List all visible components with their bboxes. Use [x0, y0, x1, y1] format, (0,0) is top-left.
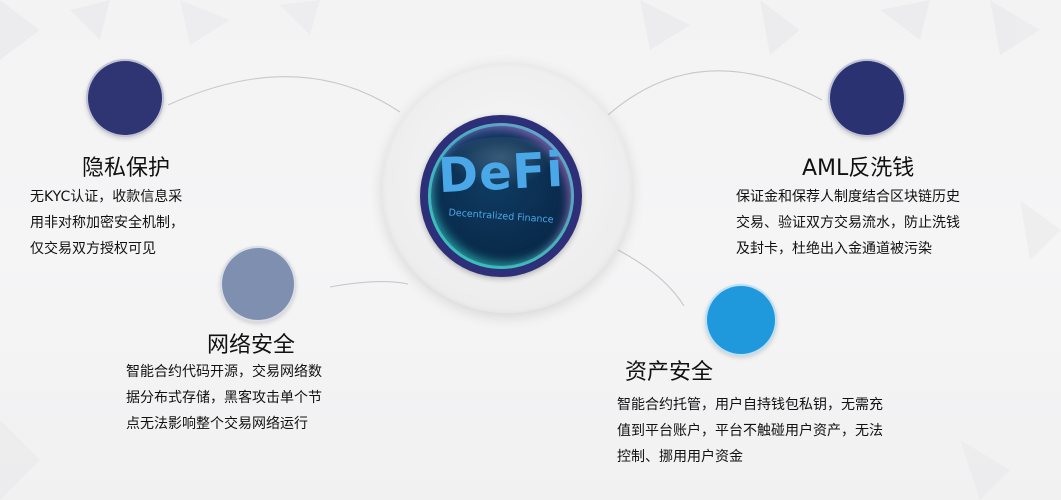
aml-dot-icon [828, 59, 906, 137]
hub-subtitle: Decentralized Finance [448, 207, 554, 226]
privacy-dot-icon [86, 59, 164, 137]
privacy-description: 无KYC认证，收款信息采 用非对称加密安全机制， 仅交易双方授权可见 [30, 184, 184, 262]
privacy-line: 仅交易双方授权可见 [30, 241, 156, 257]
network-security-title: 网络安全 [207, 333, 296, 358]
asset-security-dot-icon [705, 284, 777, 356]
aml-line: 交易、验证双方交易流水，防止洗钱 [736, 215, 960, 231]
network-security-line: 智能合约代码开源，交易网络数 [126, 364, 322, 380]
connector-privacy [167, 76, 401, 113]
asset-security-line: 控制、挪用用户资金 [617, 449, 743, 465]
privacy-title: 隐私保护 [82, 156, 171, 181]
aml-description: 保证金和保荐人制度结合区块链历史 交易、验证双方交易流水，防止洗钱 及封卡，杜绝… [736, 184, 960, 262]
privacy-line: 用非对称加密安全机制， [30, 215, 184, 231]
defi-hub-logo: DeFi Decentralized Finance [428, 123, 574, 269]
network-security-line: 据分布式存储，黑客攻击单个节 [126, 390, 322, 406]
network-security-dot-icon [220, 246, 296, 322]
hub-shine-highlight [446, 137, 556, 187]
privacy-line: 无KYC认证，收款信息采 [30, 189, 183, 205]
hub-title: DeFi [436, 141, 566, 205]
connector-assets [617, 249, 685, 307]
network-security-line: 点无法影响整个交易网络运行 [126, 416, 308, 432]
aml-title: AML反洗钱 [802, 156, 915, 181]
connector-network [329, 281, 409, 288]
asset-security-line: 智能合约托管，用户自持钱包私钥，无需充 [617, 397, 883, 413]
aml-line: 及封卡，杜绝出入金通道被污染 [736, 241, 932, 257]
connector-aml [607, 70, 823, 116]
asset-security-title: 资产安全 [625, 360, 714, 385]
asset-security-description: 智能合约托管，用户自持钱包私钥，无需充 值到平台账户，平台不触碰用户资产，无法 … [617, 392, 883, 470]
asset-security-line: 值到平台账户，平台不触碰用户资产，无法 [617, 423, 883, 439]
network-security-description: 智能合约代码开源，交易网络数 据分布式存储，黑客攻击单个节 点无法影响整个交易网… [126, 359, 322, 437]
aml-line: 保证金和保荐人制度结合区块链历史 [736, 189, 960, 205]
